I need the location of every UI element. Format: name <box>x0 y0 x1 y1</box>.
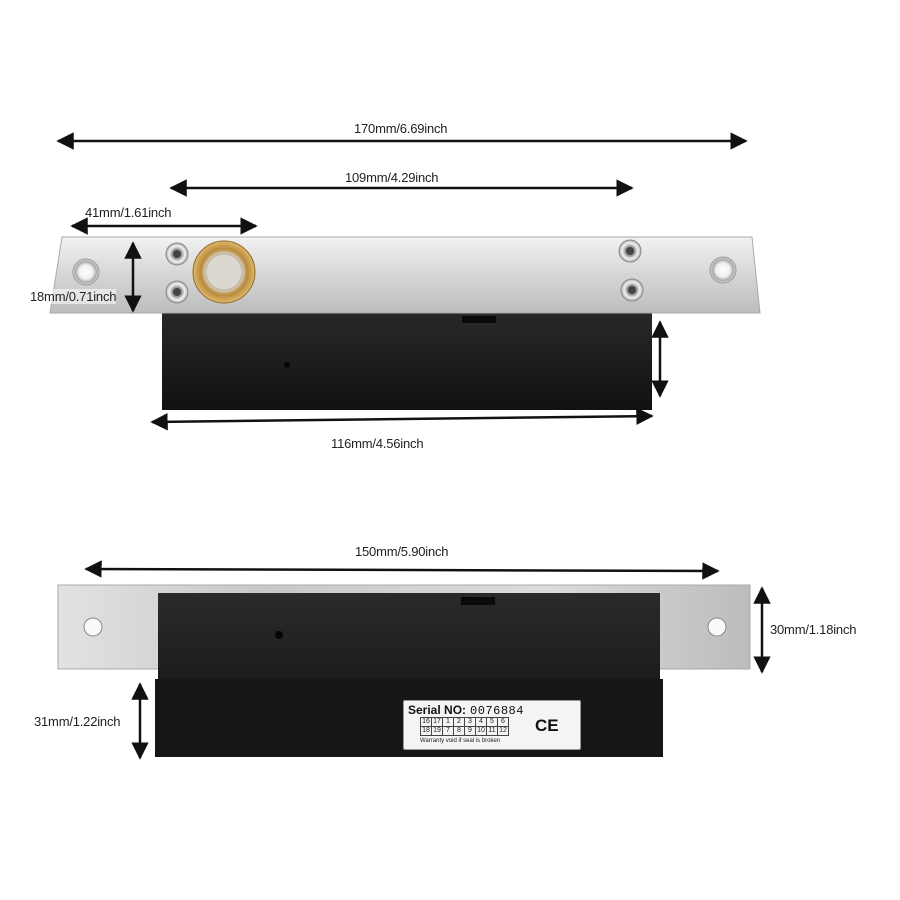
body-hole-icon <box>284 362 290 368</box>
grid-cell: 18 <box>420 726 432 736</box>
mounting-plate-top <box>49 236 761 314</box>
grid-cell: 19 <box>431 726 443 736</box>
lock-body-top <box>162 306 652 410</box>
dim-arrow-body-length <box>150 407 654 431</box>
grid-cell: 7 <box>442 726 454 736</box>
ce-mark-icon: CE <box>535 716 559 735</box>
grid-cell: 12 <box>497 726 509 736</box>
dim-label-overall-length: 170mm/6.69inch <box>354 121 448 136</box>
body-hole-icon <box>275 631 283 639</box>
dim-label-plate-length: 150mm/5.90inch <box>355 544 449 559</box>
grid-cell: 4 <box>475 717 487 727</box>
serial-grid: 16 17 1 2 3 4 5 6 18 19 7 8 9 10 11 12 <box>420 717 509 736</box>
dim-arrow-plate-length <box>84 560 720 580</box>
grid-cell: 1 <box>442 717 454 727</box>
grid-cell: 9 <box>464 726 476 736</box>
serial-row: Serial NO:0076884 <box>408 703 524 718</box>
body-connector <box>462 316 496 323</box>
screw-icon <box>620 278 644 302</box>
grid-cell: 3 <box>464 717 476 727</box>
mount-hole-left-icon <box>72 258 100 286</box>
grid-cell: 8 <box>453 726 465 736</box>
dim-label-hole-spacing: 109mm/4.29inch <box>345 170 439 185</box>
screw-icon <box>165 242 189 266</box>
bolt-core-icon <box>205 253 243 291</box>
mount-hole-right-icon <box>707 617 727 637</box>
grid-cell: 2 <box>453 717 465 727</box>
grid-cell: 10 <box>475 726 487 736</box>
grid-cell: 17 <box>431 717 443 727</box>
dim-label-plate-width: 18mm/0.71inch <box>30 289 117 304</box>
dim-label-body-height: 31mm/1.22inch <box>34 714 121 729</box>
screw-icon <box>618 239 642 263</box>
mount-hole-left-icon <box>83 617 103 637</box>
grid-cell: 5 <box>486 717 498 727</box>
grid-cell: 16 <box>420 717 432 727</box>
dim-label-body-length: 116mm/4.56inch <box>331 436 424 451</box>
serial-prefix: Serial NO: <box>408 703 467 717</box>
screw-icon <box>165 280 189 304</box>
body-connector <box>461 597 495 605</box>
mount-hole-right-icon <box>709 256 737 284</box>
top-view <box>49 132 761 431</box>
serial-label: Serial NO:0076884 16 17 1 2 3 4 5 6 18 1… <box>403 700 581 750</box>
warranty-text: Warranty void if seal is broken <box>420 738 501 744</box>
grid-cell: 6 <box>497 717 509 727</box>
serial-number: 0076884 <box>470 704 524 718</box>
dim-label-bolt-offset: 41mm/1.61inch <box>85 205 172 220</box>
dim-label-plate-height: 30mm/1.18inch <box>770 622 857 637</box>
grid-cell: 11 <box>486 726 498 736</box>
